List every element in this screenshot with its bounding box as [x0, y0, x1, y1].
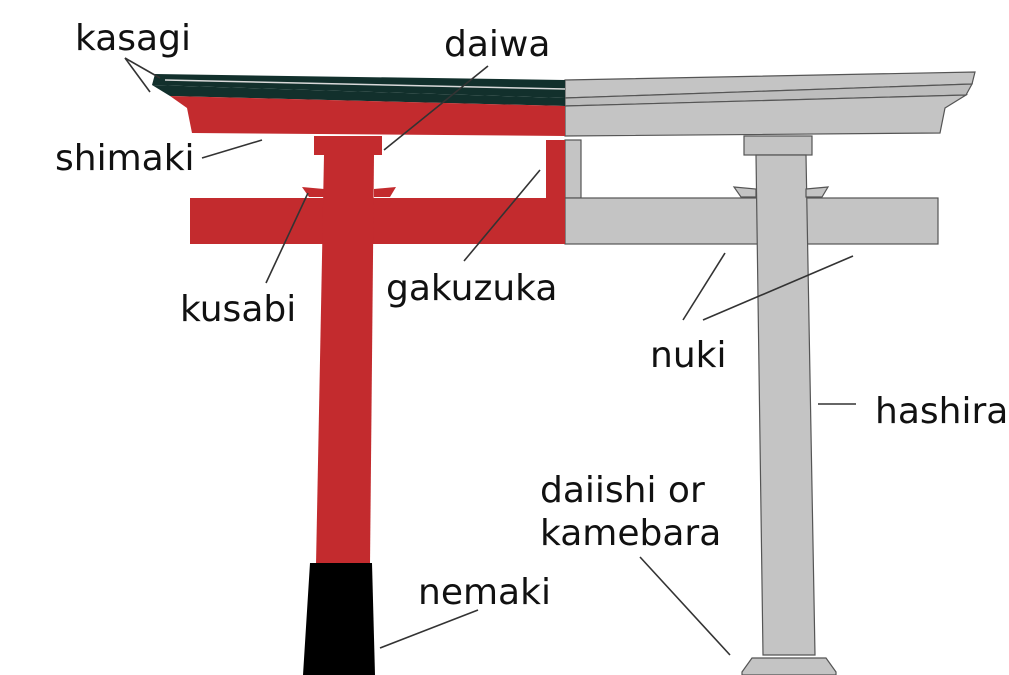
daiishi-base [741, 657, 837, 675]
kusabi-left-b [374, 187, 396, 197]
daiwa-right [743, 135, 813, 156]
nuki-right-inner [564, 197, 764, 245]
nemaki-sleeve [303, 563, 375, 675]
nuki-right-outer [796, 197, 939, 245]
kasagi-left [152, 74, 565, 98]
kusabi-right-a [732, 186, 757, 198]
nuki-left-inner [367, 198, 565, 244]
gakuzuka-right [564, 139, 582, 199]
nuki-leader-2 [702, 255, 854, 321]
label-kasagi: kasagi [75, 18, 191, 59]
label-nuki: nuki [650, 335, 726, 376]
leader-lines [124, 57, 856, 656]
label-kusabi: kusabi [180, 289, 296, 330]
kasagi-leader-1 [124, 57, 161, 79]
daiwa-leader [383, 65, 489, 151]
hashira-right [755, 154, 816, 656]
label-daiwa: daiwa [444, 24, 550, 65]
torii-left-half [152, 74, 566, 675]
label-gakuzuka: gakuzuka [386, 268, 557, 309]
torii-right-half [564, 71, 976, 675]
shimaki-left [170, 96, 565, 136]
kusabi-right-b [805, 186, 830, 198]
nuki-left-outer [190, 198, 330, 244]
kasagi-leader-2 [124, 57, 151, 93]
nuki-leader-1 [682, 252, 726, 321]
daiwa-left [314, 136, 382, 155]
shimaki-leader [201, 139, 263, 159]
label-nemaki: nemaki [418, 572, 551, 613]
label-daiishi-line2: kamebara [540, 513, 721, 554]
gakuzuka-leader [463, 169, 541, 262]
kusabi-left-a [302, 187, 324, 197]
hashira-left [316, 155, 374, 565]
label-daiishi-line1: daiishi or [540, 470, 705, 511]
daiishi-leader [639, 556, 731, 656]
kusabi-leader [265, 192, 309, 284]
label-shimaki: shimaki [55, 138, 195, 179]
nemaki-leader [379, 609, 479, 649]
kasagi-left-lower [152, 85, 565, 106]
gakuzuka-left [546, 140, 565, 198]
labels: kasagi daiwa shimaki gakuzuka kusabi nuk… [55, 18, 1008, 613]
kasagi-highlight [164, 79, 566, 90]
label-hashira: hashira [875, 391, 1008, 432]
